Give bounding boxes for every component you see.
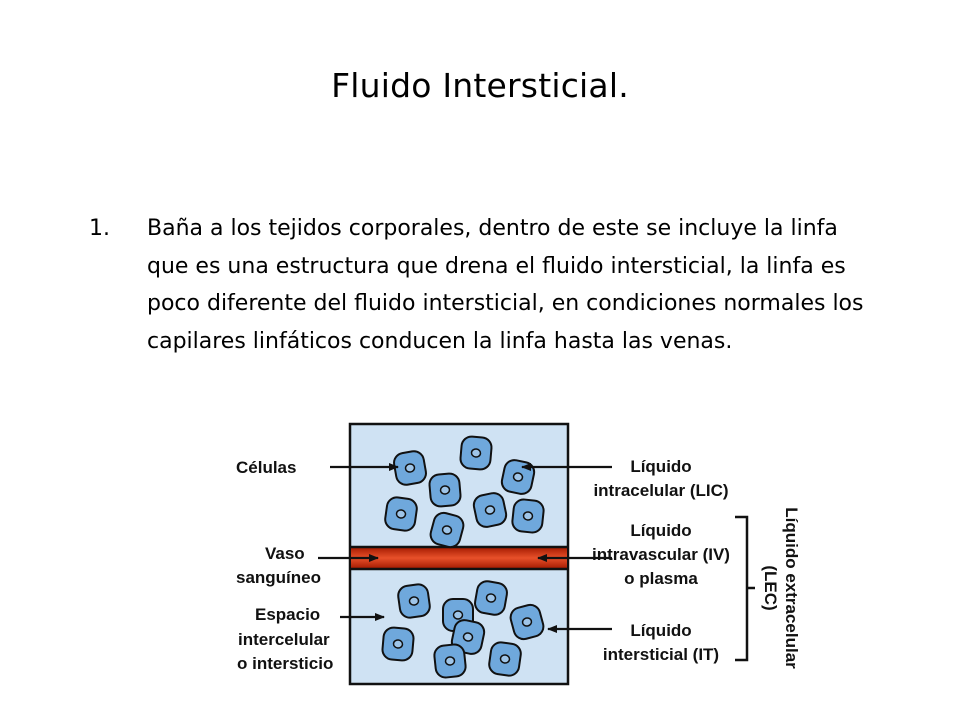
cell <box>474 580 508 616</box>
label-iv-2: intravascular (IV) <box>592 545 730 564</box>
cell-nucleus <box>470 448 482 458</box>
label-celulas: Células <box>236 458 296 477</box>
cell <box>384 496 418 532</box>
cell <box>500 459 536 495</box>
cell <box>509 603 545 641</box>
cell-nucleus <box>408 596 420 606</box>
cell-nucleus <box>499 654 511 664</box>
cell-nucleus <box>484 505 496 515</box>
cell-nucleus <box>444 656 456 666</box>
cell <box>381 626 415 662</box>
slide-title: Fluido Intersticial. <box>331 66 629 105</box>
label-vaso-1: Vaso <box>265 544 305 563</box>
cell-nucleus <box>522 511 534 521</box>
cell-nucleus <box>404 463 416 473</box>
label-vaso-2: sanguíneo <box>236 568 321 587</box>
cell <box>433 643 467 679</box>
cell-nucleus <box>452 610 464 620</box>
blood-vessel <box>349 545 569 571</box>
cell-nucleus <box>439 485 451 495</box>
label-it-1: Líquido <box>630 621 691 640</box>
cell <box>428 472 462 508</box>
label-espacio-2: intercelular <box>238 630 330 649</box>
cell <box>397 583 431 619</box>
cell <box>459 435 493 471</box>
cell-nucleus <box>462 632 474 642</box>
cell-nucleus <box>512 472 524 482</box>
cell <box>472 492 508 528</box>
label-lic-2: intracelular (LIC) <box>593 481 728 500</box>
cell-nucleus <box>441 525 453 535</box>
label-iv-1: Líquido <box>630 521 691 540</box>
cells-group <box>381 435 545 679</box>
label-espacio-1: Espacio <box>255 605 320 624</box>
arrows <box>318 463 612 633</box>
cell-nucleus <box>521 617 533 627</box>
cell <box>429 511 465 549</box>
lec-bracket <box>735 515 755 662</box>
cell-nucleus <box>485 593 497 603</box>
label-lec-1: Líquido extracelular <box>782 507 801 669</box>
bullet-number: 1. <box>89 216 110 241</box>
label-lic-1: Líquido <box>630 457 691 476</box>
label-lec-2: (LEC) <box>761 565 780 610</box>
cell-nucleus <box>392 639 404 649</box>
cell <box>511 498 545 534</box>
label-iv-3: o plasma <box>624 569 698 588</box>
cell-nucleus <box>395 509 407 519</box>
label-espacio-3: o intersticio <box>237 654 333 673</box>
bullet-text: Baña a los tejidos corporales, dentro de… <box>147 216 864 354</box>
cell <box>488 641 522 677</box>
label-it-2: intersticial (IT) <box>603 645 719 664</box>
